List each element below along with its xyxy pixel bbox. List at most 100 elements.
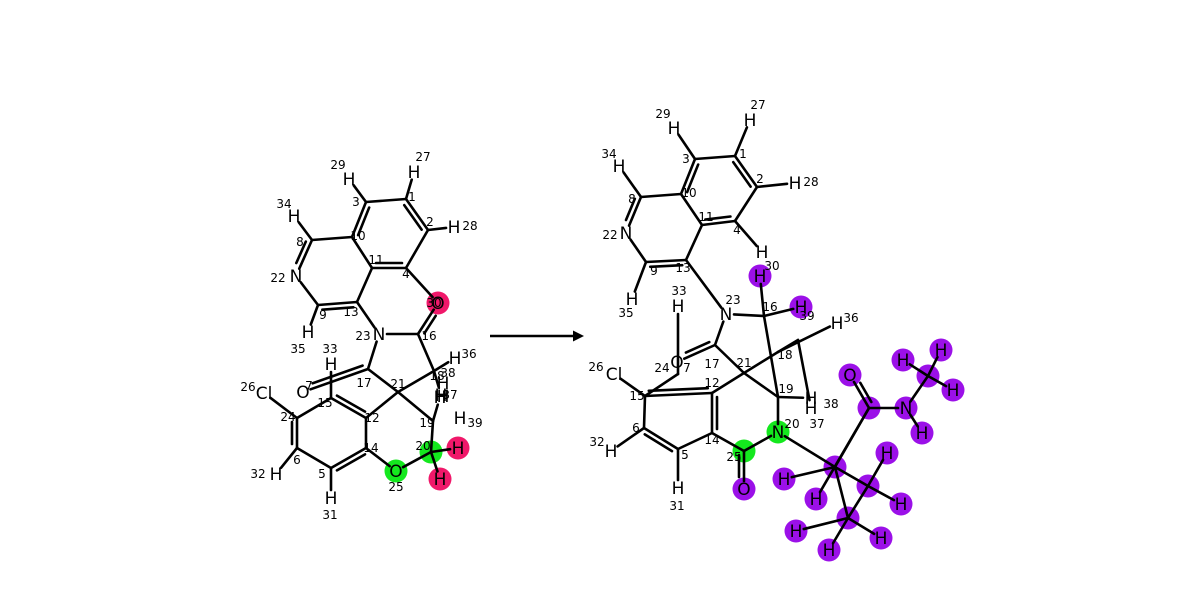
product-bond-p21-p19 — [742, 371, 780, 399]
product-bond-p1-p2 — [733, 154, 759, 189]
product-bond-p41-p38 — [796, 338, 811, 402]
reactant-atom-index: 27 — [415, 150, 430, 164]
product-atom-highlight-p59 — [804, 487, 828, 511]
reactant-bond-r16-r18 — [416, 332, 436, 373]
product-bond-p5-p14 — [676, 431, 714, 451]
product-bond-p43-p45 — [833, 465, 870, 488]
product-bond-p15-p6 — [642, 394, 647, 430]
reactant-atom-index: 11 — [368, 253, 383, 267]
reactant-bond-r12-r15-double — [335, 394, 367, 413]
product-atom-index: 19 — [778, 382, 793, 396]
product-atom-symbol: H — [795, 298, 808, 318]
reactant-bond-r5-r14-double — [335, 453, 367, 472]
product-bond-p1-p2-double — [731, 160, 752, 188]
product-bond-p19-p37 — [776, 395, 805, 400]
reactant-atom-index: 31 — [322, 508, 337, 522]
reactant-bond-r12-r15 — [329, 396, 368, 420]
product-atom-highlight-p56 — [869, 526, 893, 550]
product-bond-p24-p15 — [643, 372, 680, 398]
reactant-atom-index: 34 — [276, 197, 291, 211]
product-atom-index: 3 — [682, 152, 690, 166]
product-bond-p23-p16 — [732, 313, 766, 318]
product-atom-symbol: N — [772, 423, 785, 443]
product-bond-p18-p41 — [776, 338, 800, 354]
reactant-bond-r9-r13 — [316, 300, 359, 307]
reactant-bond-r2-r4 — [404, 228, 430, 270]
product-bond-p17-p7 — [683, 343, 717, 361]
reactant-bond-r8-r22-double — [295, 240, 308, 265]
product-atom-index: 9 — [650, 264, 658, 278]
product-bond-p44-p47 — [852, 380, 871, 410]
reactant-atom-symbol: Cl — [256, 384, 273, 404]
product-atom-symbol: H — [672, 479, 685, 499]
product-atom-symbol: H — [881, 444, 894, 464]
reactant-bond-r16-r30-double — [423, 314, 437, 335]
product-bond-p10-p3-double — [685, 163, 700, 194]
product-atom-highlight-p47 — [838, 363, 862, 387]
reactant-atom-symbol: H — [452, 439, 465, 459]
product-bond-p46-p56 — [846, 516, 876, 536]
reactant-atom-highlight-r40 — [446, 436, 470, 460]
product-atom-index: 17 — [704, 357, 719, 371]
product-atom-symbol: H — [916, 424, 929, 444]
product-bond-p20-p43 — [783, 434, 837, 469]
product-atom-index: 18 — [777, 348, 792, 362]
reactant-bond-r4-r30 — [404, 266, 434, 299]
product-bond-p3-p29 — [677, 133, 697, 161]
product-atom-index: 35 — [618, 306, 633, 320]
reaction-arrow — [490, 330, 584, 342]
reactant-atom-index: 3 — [352, 195, 360, 209]
product-atom-index: 13 — [675, 261, 690, 275]
reactant-bond-r21-r19 — [396, 390, 435, 423]
product-atom-index: 34 — [601, 147, 616, 161]
product-atom-symbol: N — [620, 224, 633, 244]
reactant-bond-r21-r18 — [396, 369, 436, 394]
product-atom-index: 31 — [669, 499, 684, 513]
reactant-bond-r19-r20 — [429, 419, 435, 454]
product-atom-index: 33 — [671, 284, 686, 298]
product-bond-p2-p28 — [755, 182, 789, 189]
reactant-atom-index: 10 — [350, 229, 365, 243]
product-atom-symbol: H — [613, 157, 626, 177]
product-atom-highlight-p55 — [889, 492, 913, 516]
reactant-bond-r18-r42 — [432, 369, 441, 389]
reactant-atom-symbol: H — [325, 355, 338, 375]
product-bond-p21-p12 — [710, 371, 746, 395]
product-atom-symbol: Cl — [606, 365, 623, 385]
reactant-bond-r21-r12 — [364, 390, 400, 420]
product-bond-p1-p27 — [733, 126, 749, 158]
reactant-atom-index: 26 — [240, 380, 255, 394]
product-bond-p48-p53 — [909, 413, 919, 428]
product-bond-p15-p26 — [619, 377, 647, 398]
reactant-atom-index: 5 — [318, 467, 326, 481]
product-bond-p44-p47-double — [859, 381, 873, 404]
reactant-bond-r22-r9 — [299, 281, 320, 307]
product-atom-highlight-p53 — [910, 421, 934, 445]
product-bond-p11-p10 — [679, 192, 704, 227]
product-bond-p48-p49 — [909, 374, 930, 403]
product-bond-p10-p3 — [679, 157, 697, 196]
reactant-atom-index: 16 — [421, 329, 436, 343]
product-atom-index: 7 — [683, 361, 691, 375]
reactant-bond-r1-r27 — [404, 178, 414, 201]
product-atom-highlight-p51 — [929, 338, 953, 362]
reactant-bond-r24-r26 — [269, 396, 299, 420]
product-bond-p9-p35 — [633, 260, 648, 293]
reactant-atom-index: 25 — [388, 480, 403, 494]
product-highlights — [732, 264, 965, 562]
reactant-atom-symbol: H — [437, 374, 450, 394]
reactant-bond-r6-r32 — [279, 446, 299, 470]
product-atom-index: 39 — [799, 309, 814, 323]
product-atom-symbol: H — [605, 442, 618, 462]
reactant-atom-index: 19 — [419, 416, 434, 430]
product-atom-symbol: H — [668, 119, 681, 139]
reactant-bond-r13-r23 — [355, 300, 376, 329]
reactant-bond-r10-r3-double — [356, 206, 371, 237]
reactant-atom-index: 17 — [356, 376, 371, 390]
product-atom-index: 21 — [736, 356, 751, 370]
product-atom-index: 4 — [733, 223, 741, 237]
product-atom-index: 38 — [823, 397, 838, 411]
reactant-atom-index: 23 — [355, 329, 370, 343]
